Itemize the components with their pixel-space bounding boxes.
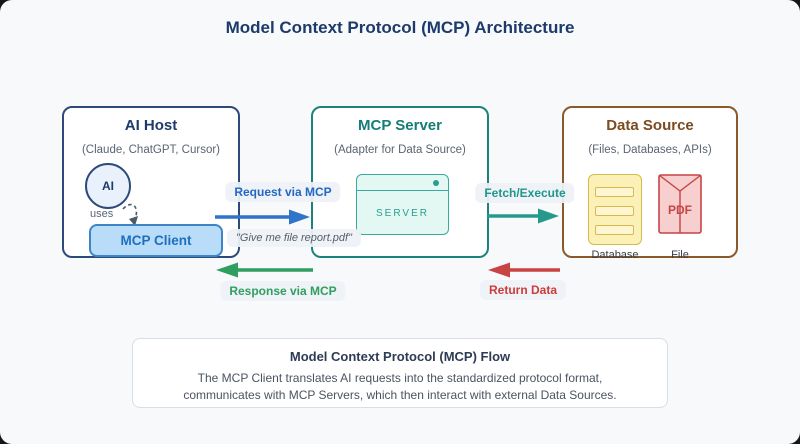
database-bar: [595, 206, 634, 216]
server-window-label: SERVER: [376, 208, 429, 219]
data-source-title: Data Source: [606, 117, 694, 134]
uses-dashed-arrow-icon: [122, 203, 138, 226]
request-quote-label: "Give me file report.pdf": [226, 229, 362, 247]
ai-host-title: AI Host: [124, 117, 178, 134]
server-window-icon: SERVER: [356, 174, 449, 235]
database-icon: [588, 174, 642, 245]
return-arrow-label: Return Data: [479, 280, 567, 300]
flow-summary-title: Model Context Protocol (MCP) Flow: [289, 349, 511, 364]
data-source-box: Data Source (Files, Databases, APIs) PDF…: [562, 106, 738, 261]
request-arrow-label: Request via MCP: [225, 182, 341, 202]
mcp-server-subtitle: (Adapter for Data Source): [334, 144, 466, 156]
flow-summary-line-2: communicates with MCP Servers, which the…: [183, 388, 617, 402]
flow-summary-box: Model Context Protocol (MCP) Flow The MC…: [132, 338, 668, 408]
database-bar: [595, 225, 634, 235]
mcp-client-label: MCP Client: [120, 233, 192, 248]
file-label: File: [671, 249, 689, 261]
data-source-subtitle: (Files, Databases, APIs): [588, 144, 712, 156]
pdf-file-icon: PDF: [658, 174, 702, 234]
server-window-header: [357, 175, 448, 191]
fetch-arrow: [487, 208, 559, 224]
response-arrow-label: Response via MCP: [220, 281, 346, 301]
return-arrow: [488, 262, 560, 278]
pdf-label: PDF: [668, 203, 692, 217]
ai-circle: AI: [85, 163, 131, 209]
ai-circle-label: AI: [102, 179, 114, 193]
mcp-client-box: MCP Client: [89, 224, 223, 257]
response-arrow: [216, 262, 313, 278]
database-bar: [595, 187, 634, 197]
ai-host-subtitle: (Claude, ChatGPT, Cursor): [81, 144, 221, 156]
fetch-arrow-label: Fetch/Execute: [475, 183, 575, 203]
ai-host-box: AI Host (Claude, ChatGPT, Cursor) AI use…: [62, 106, 240, 258]
mcp-server-title: MCP Server: [358, 117, 442, 134]
database-label: Database: [591, 249, 639, 261]
uses-label: uses: [90, 208, 114, 220]
server-status-dot: [433, 180, 439, 186]
flow-summary-line-1: The MCP Client translates AI requests in…: [197, 371, 603, 385]
page-title: Model Context Protocol (MCP) Architectur…: [225, 18, 575, 37]
